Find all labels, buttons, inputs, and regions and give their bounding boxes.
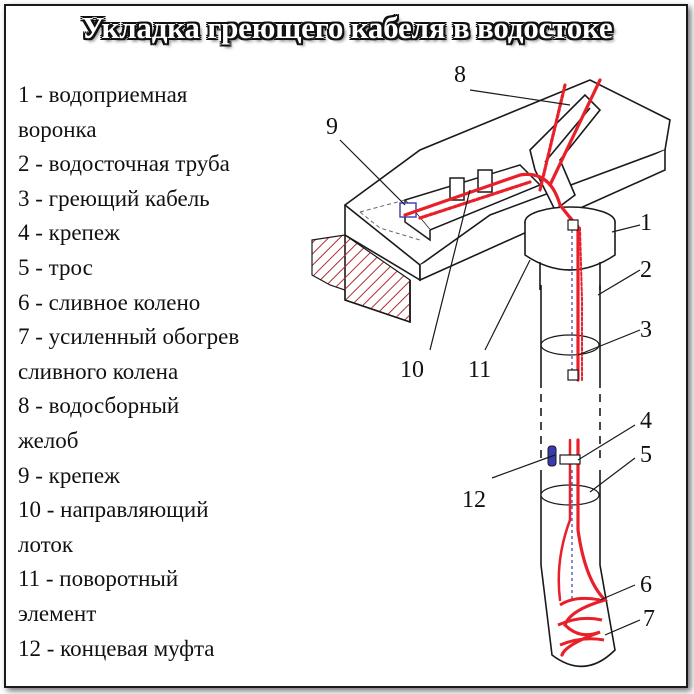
roof-hatch [311,234,411,323]
callout-12: 12 [462,487,486,513]
callout-11: 11 [468,357,491,383]
callout-4: 4 [640,408,652,434]
diagram-title: Укладка греющего кабеля в водостоке [81,10,613,45]
legend-line: 3 - греющий кабель [18,185,210,211]
callout-2: 2 [640,257,652,283]
legend-line: 12 - концевая муфта [18,635,215,661]
downpipe-lower [540,470,616,668]
legend-line: 4 - крепеж [18,220,120,246]
legend-line: желоб [18,427,79,453]
legend-line: 10 - направляющий [18,497,209,523]
callout-6: 6 [640,572,652,598]
legend-line: элемент [18,600,97,626]
legend-line: 8 - водосборный [18,393,180,419]
callout-7: 7 [643,606,655,632]
dashed-tray-outline [359,199,421,241]
callout-1: 1 [640,210,652,236]
callout-8: 8 [454,62,466,88]
downpipe-upper [540,285,601,460]
cable-fasteners [559,219,581,465]
legend-line: 5 - трос [18,254,93,280]
legend-line: 6 - сливное колено [18,289,201,315]
legend-line: 11 - поворотный [18,566,179,592]
callout-3: 3 [640,317,652,343]
legend-line: 9 - крепеж [18,462,120,488]
legend-line: 2 - водосточная труба [18,151,230,177]
legend-line: 1 - водоприемная [18,82,188,107]
legend-line: сливного колена [18,358,179,384]
legend-line: лоток [18,531,74,557]
legend-line: воронка [18,116,97,142]
legend: 1 - водоприемная воронка 2 - водосточная… [18,78,328,666]
callout-9: 9 [326,114,338,140]
callout-5: 5 [640,442,652,468]
callout-10: 10 [400,357,424,383]
legend-line: 7 - усиленный обогрев [18,324,240,350]
leader-lines [339,89,641,636]
elbow-heating-loops [557,596,605,647]
